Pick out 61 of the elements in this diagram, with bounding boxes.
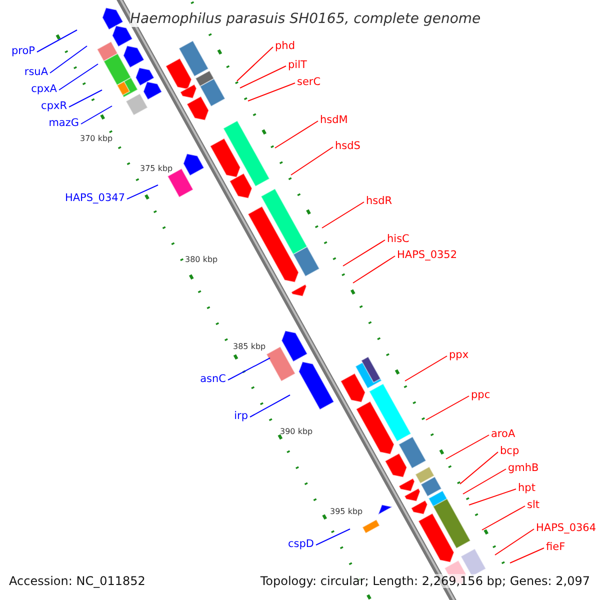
scale-label: 370 kbp (80, 134, 113, 144)
gene-label: HAPS_0364 (536, 522, 596, 535)
gene-label: phd (275, 40, 295, 53)
leader-line (482, 506, 526, 530)
leader-line (248, 82, 296, 102)
gene-label: hisC (387, 233, 410, 246)
map-title: Haemophilus parasuis SH0165, complete genome (130, 11, 481, 27)
leader-line (322, 202, 364, 228)
gene-label: HAPS_0347 (64, 192, 125, 205)
leader-line (36, 30, 78, 52)
gene-label: slt (527, 499, 540, 512)
gene-label: ppx (449, 349, 469, 362)
scale-label: 385 kbp (233, 342, 266, 352)
gene-label: rsuA (24, 66, 48, 79)
gene-label: hsdM (320, 114, 348, 127)
genome-stats-text: Topology: circular; Length: 2,269,156 bp; Genes: 2,097 (260, 574, 590, 588)
leader-line (228, 358, 270, 380)
leader-line (510, 548, 544, 564)
gene-label: asnC (200, 373, 226, 386)
leader-line (342, 240, 386, 266)
gene-label: hsdS (335, 140, 360, 153)
leader-line (404, 356, 448, 382)
leader-line (460, 452, 498, 484)
scale-label: 375 kbp (140, 164, 173, 174)
leader-line (126, 184, 158, 200)
leader-line (250, 394, 290, 418)
gene-label: proP (11, 45, 35, 58)
gene-label: bcp (500, 445, 520, 458)
leader-line (426, 396, 470, 420)
leader-line (274, 120, 318, 148)
leader-line (446, 434, 490, 460)
gene-label: serC (297, 76, 321, 89)
scale-label: 395 kbp (330, 507, 363, 517)
gene-label: cpxA (31, 83, 57, 96)
scale-label: 380 kbp (185, 255, 218, 265)
gene-label: fieF (546, 541, 566, 554)
leader-line (494, 528, 534, 556)
leader-line (50, 46, 88, 74)
gene-label: mazG (48, 117, 79, 130)
leader-line (68, 90, 102, 108)
gene-label: cspD (288, 538, 314, 551)
leader-line (290, 146, 334, 176)
gene-label: pilT (288, 59, 307, 72)
leader-line (58, 64, 98, 90)
gene-label: ppc (471, 389, 490, 402)
gene-label: aroA (491, 428, 516, 441)
accession-text: Accession: NC_011852 (9, 574, 146, 588)
gene-label: cpxR (41, 100, 67, 113)
leader-line (468, 488, 516, 506)
leader-line (236, 46, 274, 82)
scale-label: 390 kbp (280, 427, 313, 437)
leader-line (462, 468, 506, 494)
gene-label: HAPS_0352 (397, 249, 458, 262)
gene-label: irp (234, 410, 248, 423)
gene-label: hpt (518, 482, 536, 495)
leader-line (352, 256, 396, 284)
leader-line (240, 66, 286, 88)
gene-label: hsdR (366, 195, 392, 208)
leader-line (316, 528, 350, 546)
leader-line (80, 106, 112, 124)
gene-label: gmhB (508, 462, 539, 475)
